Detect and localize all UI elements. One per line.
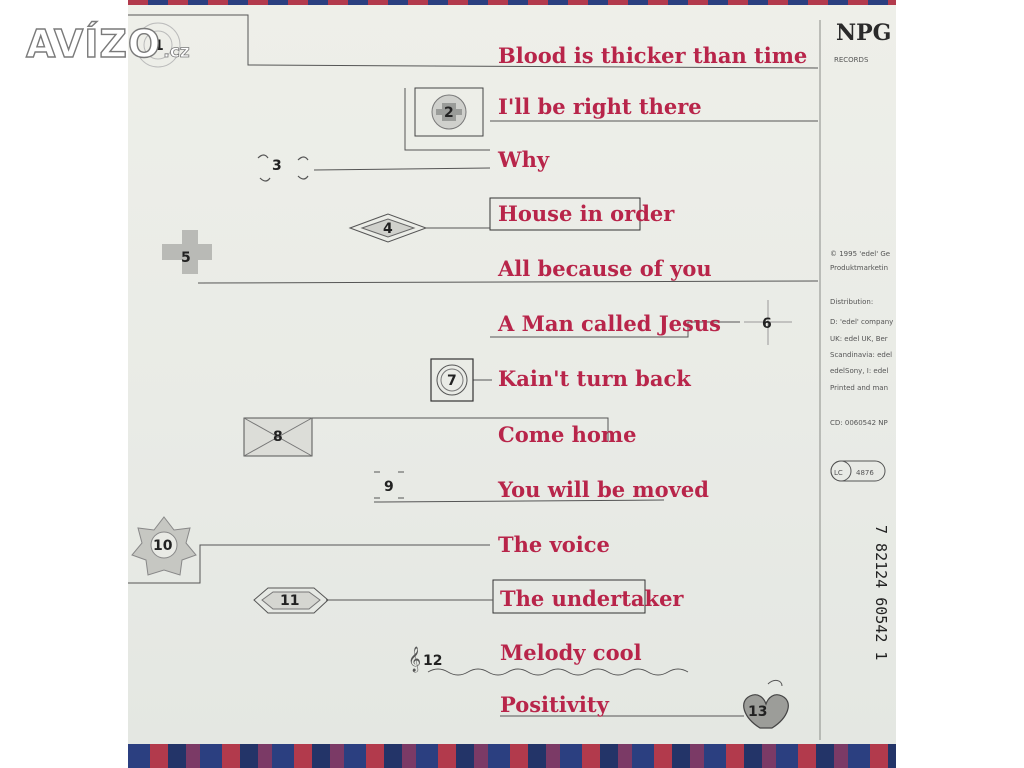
track-number: 10 bbox=[153, 538, 173, 554]
track-1-emblem: 1 bbox=[135, 22, 181, 68]
barcode: 7 82124 60542 1 bbox=[872, 525, 890, 660]
track-4-emblem: 4 bbox=[348, 213, 428, 243]
track-number: 9 bbox=[384, 479, 394, 495]
spine-line: edelSony, I: edel bbox=[830, 367, 888, 375]
cd-back-insert bbox=[128, 0, 896, 748]
track-title: Positivity bbox=[500, 692, 610, 717]
fabric-top-edge bbox=[128, 0, 896, 5]
track-10: 10 The voice bbox=[128, 516, 610, 584]
lc-label: LC bbox=[834, 469, 843, 477]
track-2-emblem: 2 bbox=[414, 87, 484, 137]
track-10-emblem: 10 bbox=[131, 516, 197, 576]
lc-badge: LC 4876 bbox=[830, 460, 886, 482]
track-number: 7 bbox=[447, 373, 457, 389]
spine-line: UK: edel UK, Ber bbox=[830, 335, 888, 343]
npg-logo: NPG RECORDS bbox=[834, 20, 891, 64]
barcode-number: 7 82124 60542 1 bbox=[872, 525, 890, 660]
track-3-emblem: 3 bbox=[257, 154, 309, 182]
track-number: 3 bbox=[272, 158, 282, 174]
lc-number: 4876 bbox=[856, 469, 874, 477]
track-13-emblem: 13 bbox=[743, 679, 789, 729]
spine-line: Printed and man bbox=[830, 384, 888, 392]
track-7-emblem: 7 bbox=[430, 358, 474, 402]
spine-line: Distribution: bbox=[830, 298, 873, 306]
track-9: 9 You will be moved bbox=[373, 471, 709, 503]
treble-clef-icon: 𝄞 bbox=[408, 646, 421, 672]
track-title: House in order bbox=[498, 201, 675, 226]
track-6-emblem: 6 bbox=[744, 300, 792, 345]
records-label: RECORDS bbox=[834, 56, 869, 64]
track-title: Come home bbox=[498, 422, 636, 447]
track-5-emblem: 5 bbox=[162, 230, 212, 274]
track-3: 3 Why bbox=[257, 147, 550, 182]
watermark-tld: .cz bbox=[163, 42, 190, 63]
watermark-brand: AVÍZO bbox=[25, 21, 162, 66]
spine-credits: © 1995 'edel' Ge Produktmarketin Distrib… bbox=[830, 250, 893, 482]
track-number: 4 bbox=[383, 221, 393, 237]
track-number: 5 bbox=[181, 250, 191, 266]
track-title: I'll be right there bbox=[498, 94, 702, 119]
track-title: A Man called Jesus bbox=[497, 311, 721, 336]
npg-logo-text: NPG bbox=[836, 20, 891, 46]
track-number: 1 bbox=[154, 38, 164, 54]
track-8: 8 Come home bbox=[243, 417, 636, 457]
track-title: You will be moved bbox=[497, 477, 709, 502]
track-number: 6 bbox=[762, 316, 772, 332]
track-title: Kain't turn back bbox=[498, 366, 691, 391]
track-title: Blood is thicker than time bbox=[498, 43, 807, 68]
track-6: 6 A Man called Jesus bbox=[490, 300, 792, 345]
cd-back-photo: NPG RECORDS © 1995 'edel' Ge Produktmark… bbox=[128, 0, 896, 768]
track-9-emblem: 9 bbox=[374, 471, 404, 499]
tracklist-artwork: NPG RECORDS © 1995 'edel' Ge Produktmark… bbox=[128, 14, 893, 740]
track-number: 2 bbox=[444, 105, 454, 121]
track-2: 2 I'll be right there bbox=[404, 87, 818, 151]
spine-line: D: 'edel' company bbox=[830, 318, 893, 326]
track-7: 7 Kain't turn back bbox=[430, 358, 691, 402]
track-title: All because of you bbox=[497, 256, 712, 281]
track-title: Melody cool bbox=[500, 640, 642, 665]
track-number: 13 bbox=[748, 704, 767, 720]
track-title: Why bbox=[497, 147, 550, 172]
track-4: 4 House in order bbox=[348, 197, 675, 243]
track-13: 13 Positivity bbox=[500, 679, 789, 729]
track-number: 8 bbox=[273, 429, 283, 445]
spine-line: Scandinavia: edel bbox=[830, 351, 892, 359]
track-12-emblem: 𝄞 12 bbox=[408, 646, 442, 672]
track-11-emblem: 11 bbox=[253, 587, 329, 614]
fabric-background bbox=[128, 744, 896, 768]
spine-line: Produktmarketin bbox=[830, 264, 888, 272]
spine-line: © 1995 'edel' Ge bbox=[830, 250, 890, 258]
track-number: 11 bbox=[280, 593, 299, 609]
track-1: 1 Blood is thicker than time bbox=[128, 14, 819, 69]
spine-line: CD: 0060542 NP bbox=[830, 419, 888, 427]
track-11: 11 The undertaker bbox=[253, 579, 684, 614]
track-5: 5 All because of you bbox=[162, 230, 819, 284]
track-title: The undertaker bbox=[500, 586, 684, 611]
track-12: 𝄞 12 Melody cool bbox=[408, 640, 689, 676]
site-watermark: AVÍZO .cz bbox=[25, 21, 190, 66]
track-title: The voice bbox=[498, 532, 610, 557]
track-number: 12 bbox=[423, 653, 442, 669]
track-8-emblem: 8 bbox=[243, 417, 313, 457]
